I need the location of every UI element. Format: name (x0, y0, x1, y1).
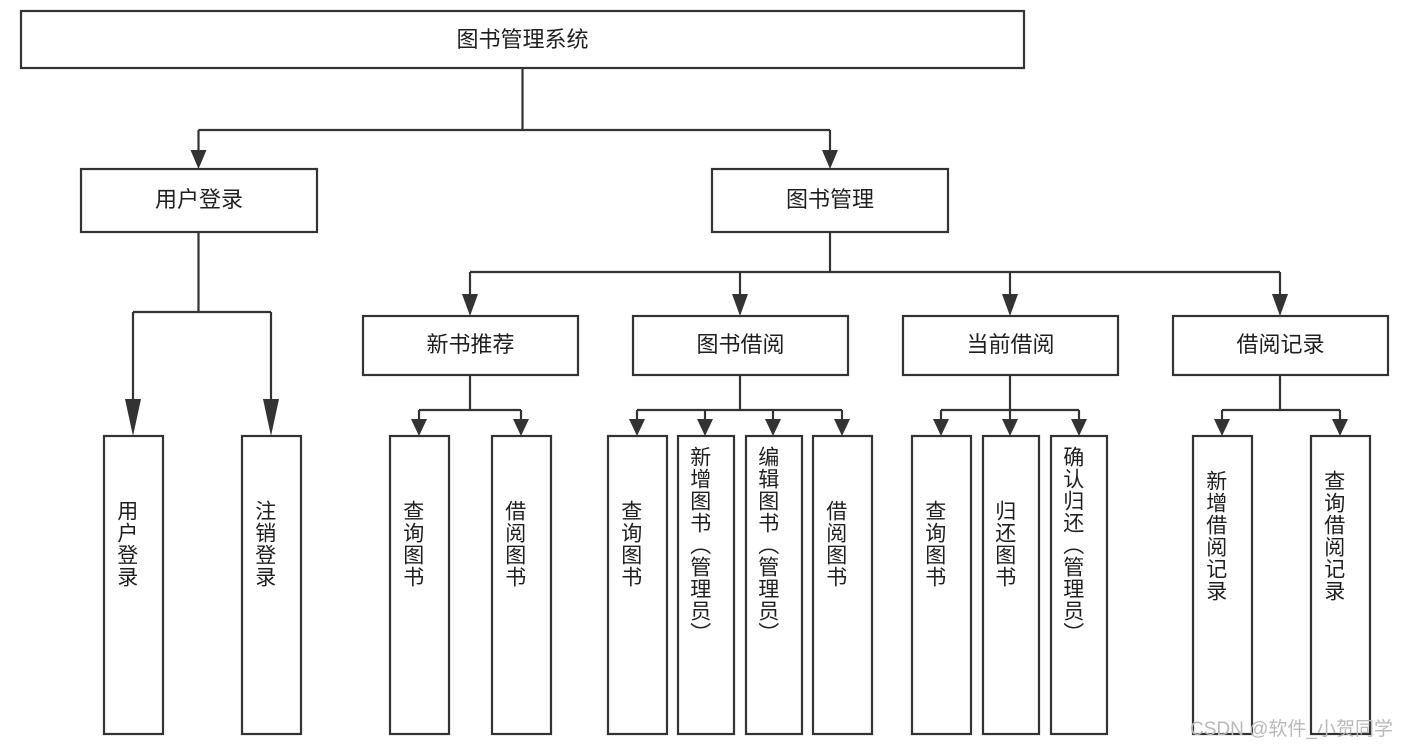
node-root-label: 图书管理系统 (456, 27, 588, 52)
arrow-head-user-login (190, 150, 207, 169)
arrow-head-l2-2 (732, 294, 748, 316)
arrow-head-jyjl-1 (1214, 419, 1230, 436)
arrow-head-l2-4 (1272, 294, 1288, 316)
leaf-box-current-borrow-1[interactable] (981, 434, 1041, 736)
leaf-box-book-borrow-0[interactable] (606, 434, 669, 736)
node-current-borrow-box[interactable] (901, 314, 1120, 377)
connector-group (125, 68, 1348, 436)
node-root-box[interactable] (19, 9, 1026, 70)
leaf-box-book-borrow-2[interactable] (744, 434, 804, 736)
arrow-head-dqjy-1 (933, 419, 949, 436)
arrow-head-l2-1 (462, 294, 478, 316)
arrow-head-ul-leaf-1 (125, 399, 141, 436)
arrow-head-tsjy-4 (834, 419, 850, 436)
leaf-box-new-book-recommend-0[interactable] (388, 434, 451, 736)
leaf-box-book-borrow-3[interactable] (811, 434, 874, 736)
arrow-head-jyjl-2 (1332, 419, 1348, 436)
node-new-book-recommend-box[interactable] (361, 314, 580, 377)
node-new-book-recommend-label: 新书推荐 (426, 332, 514, 357)
arrow-head-book-manage (822, 150, 838, 169)
node-borrow-record-label: 借阅记录 (1236, 332, 1324, 357)
node-borrow-record-box[interactable] (1171, 314, 1390, 377)
node-book-borrow-label: 图书借阅 (696, 332, 784, 357)
leaf-box-user-login-1[interactable] (240, 434, 303, 736)
node-current-borrow-label: 当前借阅 (966, 332, 1054, 357)
arrow-head-tsjy-3 (765, 419, 781, 436)
leaf-box-user-login-0[interactable] (102, 434, 165, 736)
node-group: 图书管理系统 用户登录 图书管理 新书推荐 图书借阅 当前借阅 借阅记录 (19, 9, 1390, 736)
leaf-box-new-book-recommend-1[interactable] (490, 434, 553, 736)
leaf-box-book-borrow-1[interactable] (676, 434, 736, 736)
node-user-login-box[interactable] (79, 167, 319, 234)
leaf-box-current-borrow-2[interactable] (1049, 434, 1109, 736)
csdn-watermark: CSDN @软件_小贺同学 (1190, 719, 1393, 740)
node-book-manage-label: 图书管理 (786, 187, 874, 212)
arrow-head-dqjy-3 (1071, 419, 1087, 436)
node-book-manage-box[interactable] (710, 167, 950, 234)
arrow-head-nsr-1 (411, 419, 427, 436)
arrow-head-nsr-2 (513, 419, 529, 436)
arrow-head-dqjy-2 (1002, 419, 1018, 436)
arrow-head-l2-3 (1002, 294, 1018, 316)
arrow-head-ul-leaf-2 (263, 399, 279, 436)
arrow-head-tsjy-1 (629, 419, 645, 436)
leaf-box-borrow-record-1[interactable] (1309, 434, 1372, 736)
leaf-box-borrow-record-0[interactable] (1191, 434, 1254, 736)
arrow-head-tsjy-2 (697, 419, 713, 436)
node-user-login-label: 用户登录 (155, 187, 243, 212)
leaf-box-current-borrow-0[interactable] (910, 434, 973, 736)
node-book-borrow-box[interactable] (631, 314, 850, 377)
